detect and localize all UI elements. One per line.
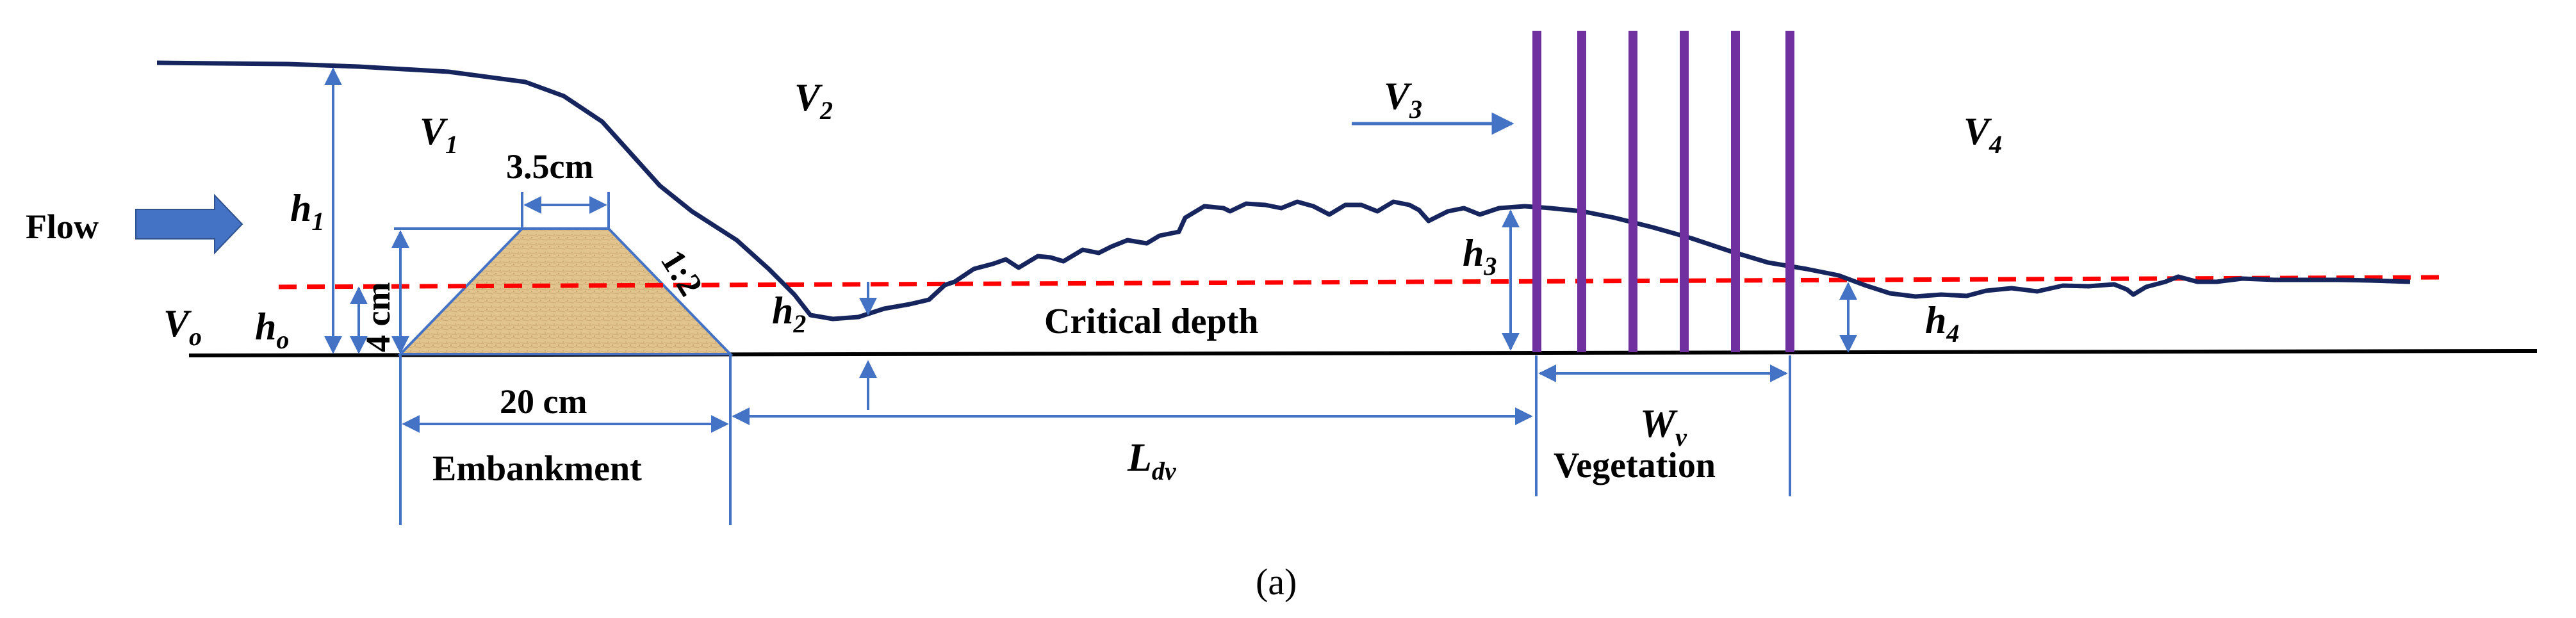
height-label: 4 cm: [359, 282, 397, 352]
critical-depth-line: [278, 275, 2441, 289]
h2-label: h2: [772, 289, 806, 338]
base-width-label: 20 cm: [500, 382, 587, 421]
top-width-label: 3.5cm: [506, 147, 593, 186]
h0-label: ho: [255, 305, 289, 354]
vegetation-stem: [1785, 31, 1794, 352]
vegetation-stem: [1577, 31, 1586, 352]
wv-label: Wv: [1640, 402, 1687, 451]
vegetation-label: Vegetation: [1554, 446, 1716, 485]
h4-label: h4: [1925, 299, 1959, 348]
h1-label: h1: [290, 187, 324, 236]
v3-label: V3: [1384, 75, 1422, 124]
embankment-label: Embankment: [432, 449, 642, 489]
v2-label: V2: [794, 76, 833, 125]
vegetation-stem: [1628, 31, 1637, 352]
water-surface-profile: [156, 60, 2411, 321]
vegetation-stem: [1731, 31, 1740, 352]
dimension-lines: [324, 67, 1857, 525]
critical-depth-label: Critical depth: [1044, 302, 1258, 341]
v0-label: Vo: [163, 302, 202, 351]
v1-label: V1: [420, 110, 458, 159]
ldv-label: Ldv: [1127, 436, 1177, 485]
vegetation-stem: [1532, 31, 1541, 352]
figure-caption: (a): [1256, 561, 1297, 603]
v4-label: V4: [1964, 110, 2002, 159]
vegetation-stem: [1680, 31, 1689, 352]
vegetation-stems: [1532, 31, 1794, 352]
flow-arrow: [135, 193, 243, 255]
flow-label: Flow: [26, 207, 99, 246]
h3-label: h3: [1463, 232, 1497, 281]
